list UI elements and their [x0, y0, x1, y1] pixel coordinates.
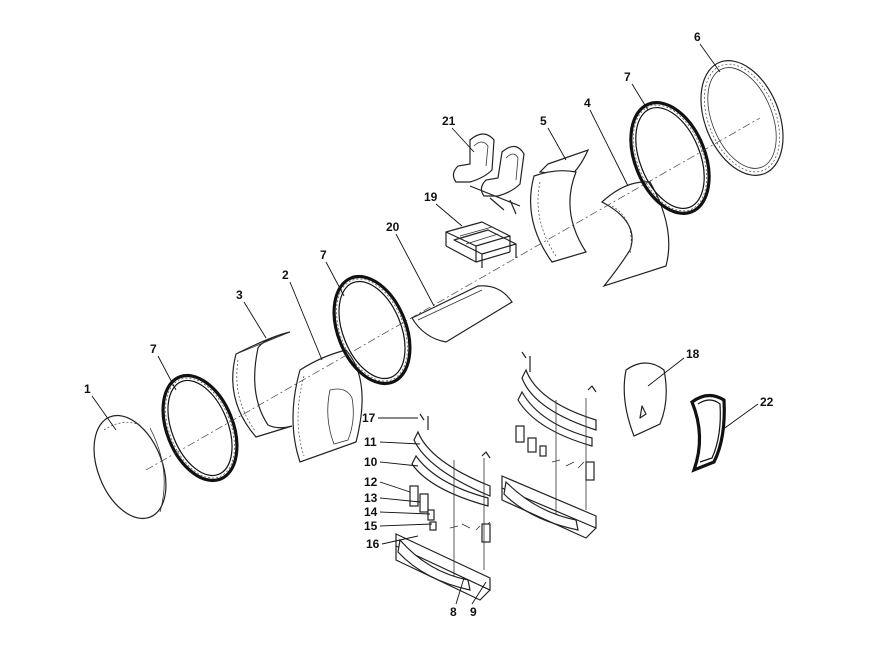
bulkhead-assembly-left [395, 413, 491, 601]
centerline [145, 117, 761, 471]
callout-5: 5 [540, 114, 547, 128]
callout-22: 22 [760, 395, 774, 409]
callout-7-middle: 7 [320, 248, 327, 262]
callout-1: 1 [84, 382, 91, 396]
leader-lines [91, 43, 759, 605]
callout-19: 19 [424, 190, 438, 204]
part-22-seal [690, 393, 726, 473]
callout-9: 9 [470, 605, 477, 619]
callout-16: 16 [366, 537, 380, 551]
callout-labels: 1 7 3 2 7 20 19 21 5 4 7 6 18 22 17 11 1… [84, 30, 774, 619]
part-7-ring-right [629, 101, 711, 215]
callout-17: 17 [362, 411, 376, 425]
part-7-ring-middle [332, 274, 412, 386]
callout-2: 2 [282, 268, 289, 282]
part-7-ring-left [161, 373, 239, 483]
callout-15: 15 [364, 519, 378, 533]
part-18-hatch [623, 362, 667, 437]
callout-7-left: 7 [150, 342, 157, 356]
callout-14: 14 [364, 505, 378, 519]
part-19-seat-frame [445, 221, 517, 268]
callout-18: 18 [686, 347, 700, 361]
callout-4: 4 [584, 96, 591, 110]
bulkhead-assembly-right [501, 351, 597, 539]
part-2-shell-section [292, 349, 363, 463]
part-20-floor-panel [411, 285, 513, 343]
callout-3: 3 [236, 288, 243, 302]
callout-7-right: 7 [624, 70, 631, 84]
callout-8: 8 [450, 605, 457, 619]
callout-21: 21 [442, 114, 456, 128]
callout-12: 12 [364, 475, 378, 489]
callout-10: 10 [364, 455, 378, 469]
part-3-half-shell [232, 331, 293, 438]
part-6-end-ring [700, 60, 784, 176]
callout-6: 6 [694, 30, 701, 44]
part-1-end-cap [93, 414, 167, 520]
callout-20: 20 [386, 220, 400, 234]
part-21-seats [452, 133, 525, 215]
part-4-main-shell [529, 170, 670, 288]
callout-11: 11 [364, 435, 377, 449]
callout-13: 13 [364, 491, 378, 505]
